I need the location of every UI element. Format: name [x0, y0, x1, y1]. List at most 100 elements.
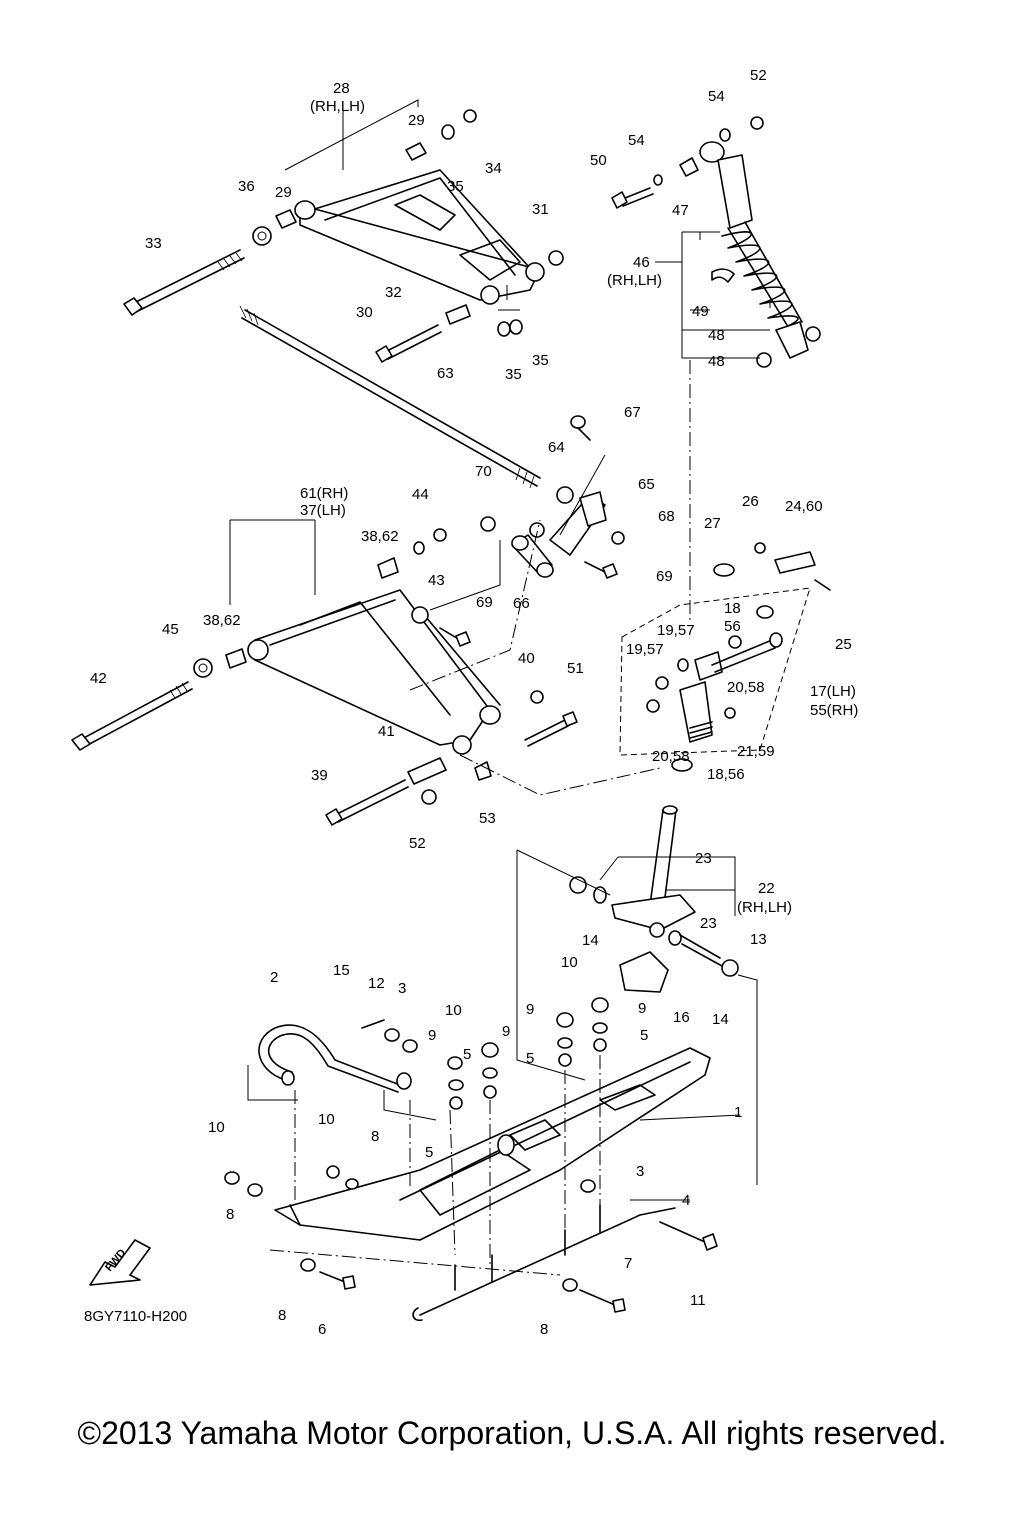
ski-handle [258, 1024, 412, 1093]
part-label: 48 [708, 327, 725, 344]
part-label: 49 [692, 303, 709, 320]
part-label: 20,58 [652, 748, 690, 765]
part-label: 52 [750, 67, 767, 84]
part-label: 34 [485, 160, 502, 177]
part-label: 10 [318, 1111, 335, 1128]
part-label: 12 [368, 975, 385, 992]
part-label: 14 [712, 1011, 729, 1028]
part-label: 65 [638, 476, 655, 493]
part-label: 28 [333, 80, 350, 97]
part-label: 10 [445, 1002, 462, 1019]
part-label: 9 [638, 1000, 646, 1017]
upper-arm-bushings [252, 109, 564, 337]
part-label: 18,56 [707, 766, 745, 783]
diagram-code: 8GY7110-H200 [84, 1308, 188, 1325]
part-label: 44 [412, 486, 429, 503]
lower-a-arm [193, 528, 544, 805]
part-label: 18 [724, 600, 741, 617]
part-label: 25 [835, 636, 852, 653]
part-label: 67 [624, 404, 641, 421]
part-label: 6 [318, 1321, 326, 1338]
lower-arm-bolt-42 [71, 681, 193, 751]
part-label: 4 [682, 1192, 690, 1209]
part-label: 30 [356, 304, 373, 321]
bolt-50 [611, 187, 654, 209]
part-label: (RH,LH) [737, 899, 792, 916]
leader-lines [229, 99, 771, 1276]
part-label: 42 [90, 670, 107, 687]
part-label: 23 [695, 850, 712, 867]
part-label: 5 [526, 1050, 534, 1067]
part-label: 19,57 [626, 641, 664, 658]
part-label: 43 [428, 572, 445, 589]
part-label: 5 [425, 1144, 433, 1161]
part-label: 33 [145, 235, 162, 252]
part-label: 8 [371, 1128, 379, 1145]
part-label: 26 [742, 493, 759, 510]
part-label: 19,57 [657, 622, 695, 639]
ski-fasteners [224, 997, 718, 1313]
upper-arm-bolt-33 [123, 249, 245, 316]
part-label: 54 [708, 88, 725, 105]
part-label: 69 [476, 594, 493, 611]
part-label: 46 [633, 254, 650, 271]
part-label: 40 [518, 650, 535, 667]
part-label: 13 [750, 931, 767, 948]
upper-a-arm [294, 169, 545, 305]
part-label: 23 [700, 915, 717, 932]
part-label: 29 [408, 112, 425, 129]
part-label: 52 [409, 835, 426, 852]
part-label: 8 [278, 1307, 286, 1324]
ski [274, 1047, 711, 1241]
part-label: 29 [275, 184, 292, 201]
part-label: 63 [437, 365, 454, 382]
part-label: (RH,LH) [607, 272, 662, 289]
part-label: 24,60 [785, 498, 823, 515]
part-label: 38,62 [203, 612, 241, 629]
part-label: 16 [673, 1009, 690, 1026]
part-label: 8 [540, 1321, 548, 1338]
part-label: 47 [672, 202, 689, 219]
part-label: 9 [428, 1027, 436, 1044]
part-label: 3 [636, 1163, 644, 1180]
part-label: 56 [724, 618, 741, 635]
part-label: 64 [548, 439, 565, 456]
part-label: 5 [640, 1027, 648, 1044]
linkage-assembly [480, 415, 625, 579]
bolt-39 [325, 779, 409, 826]
suspension-parts-diagram: FWD 28 (RH,LH) 29 29 34 35 36 33 31 32 3… [71, 67, 858, 1338]
bolt-30 [375, 324, 442, 363]
part-label: 22 [758, 880, 775, 897]
bolt-51 [524, 711, 578, 747]
part-label: 2 [270, 969, 278, 986]
part-label: 8 [226, 1206, 234, 1223]
fwd-arrow-icon: FWD [89, 1239, 151, 1286]
part-label: 10 [208, 1119, 225, 1136]
part-label: 11 [690, 1292, 706, 1309]
part-label: 17(LH) [810, 683, 856, 700]
part-label: 66 [513, 595, 530, 612]
part-label: 39 [311, 767, 328, 784]
part-label: 35 [532, 352, 549, 369]
part-label: (RH,LH) [310, 98, 365, 115]
part-label: 70 [475, 463, 492, 480]
part-label: 55(RH) [810, 702, 858, 719]
part-label: 1 [734, 1104, 742, 1121]
part-label: 7 [624, 1255, 632, 1272]
part-label: 32 [385, 284, 402, 301]
part-label: 31 [532, 201, 549, 218]
part-label: 51 [567, 660, 584, 677]
part-label: 36 [238, 178, 255, 195]
spindle-group [619, 542, 831, 772]
part-label: 35 [447, 178, 464, 195]
wear-bar [412, 1204, 676, 1322]
part-label: 54 [628, 132, 645, 149]
part-label: 9 [526, 1001, 534, 1018]
part-label: 14 [582, 932, 599, 949]
part-label: 21,59 [737, 743, 775, 760]
part-label: 69 [656, 568, 673, 585]
bolt-69 [439, 627, 471, 647]
part-label: 53 [479, 810, 496, 827]
shock-absorber [653, 116, 821, 368]
part-label: 15 [333, 962, 350, 979]
